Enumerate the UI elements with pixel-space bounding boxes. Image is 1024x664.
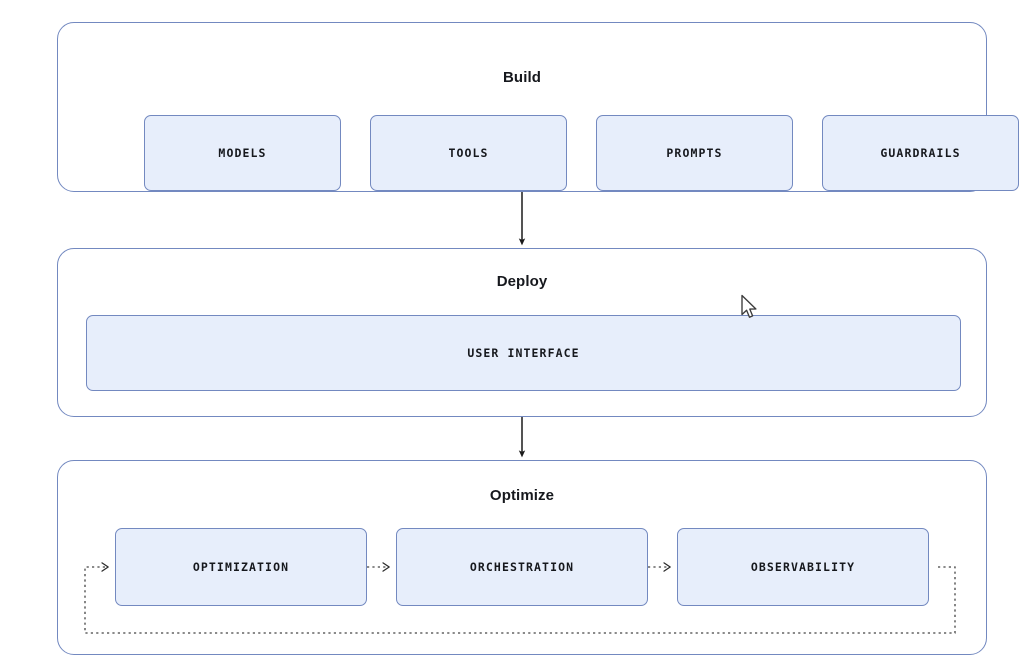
node-orchestration[interactable]: ORCHESTRATION (396, 528, 648, 606)
node-prompts[interactable]: PROMPTS (596, 115, 793, 191)
stage-optimize-title: Optimize (489, 487, 555, 504)
node-models[interactable]: MODELS (144, 115, 341, 191)
node-guardrails-label: GUARDRAILS (880, 146, 961, 160)
node-optimization[interactable]: OPTIMIZATION (115, 528, 367, 606)
stage-deploy-title: Deploy (496, 273, 548, 290)
node-user-interface-label: USER INTERFACE (467, 346, 580, 360)
node-observability-label: OBSERVABILITY (750, 560, 856, 574)
stage-build: Build MODELS TOOLS PROMPTS GUARDRAILS (57, 22, 1019, 192)
node-guardrails[interactable]: GUARDRAILS (822, 115, 1019, 191)
node-prompts-label: PROMPTS (666, 146, 723, 160)
node-models-label: MODELS (218, 146, 267, 160)
stage-build-title: Build (503, 69, 541, 86)
node-observability[interactable]: OBSERVABILITY (677, 528, 929, 606)
node-optimization-label: OPTIMIZATION (192, 560, 290, 574)
node-tools[interactable]: TOOLS (370, 115, 567, 191)
node-orchestration-label: ORCHESTRATION (469, 560, 575, 574)
node-tools-label: TOOLS (448, 146, 489, 160)
node-user-interface[interactable]: USER INTERFACE (86, 315, 961, 391)
